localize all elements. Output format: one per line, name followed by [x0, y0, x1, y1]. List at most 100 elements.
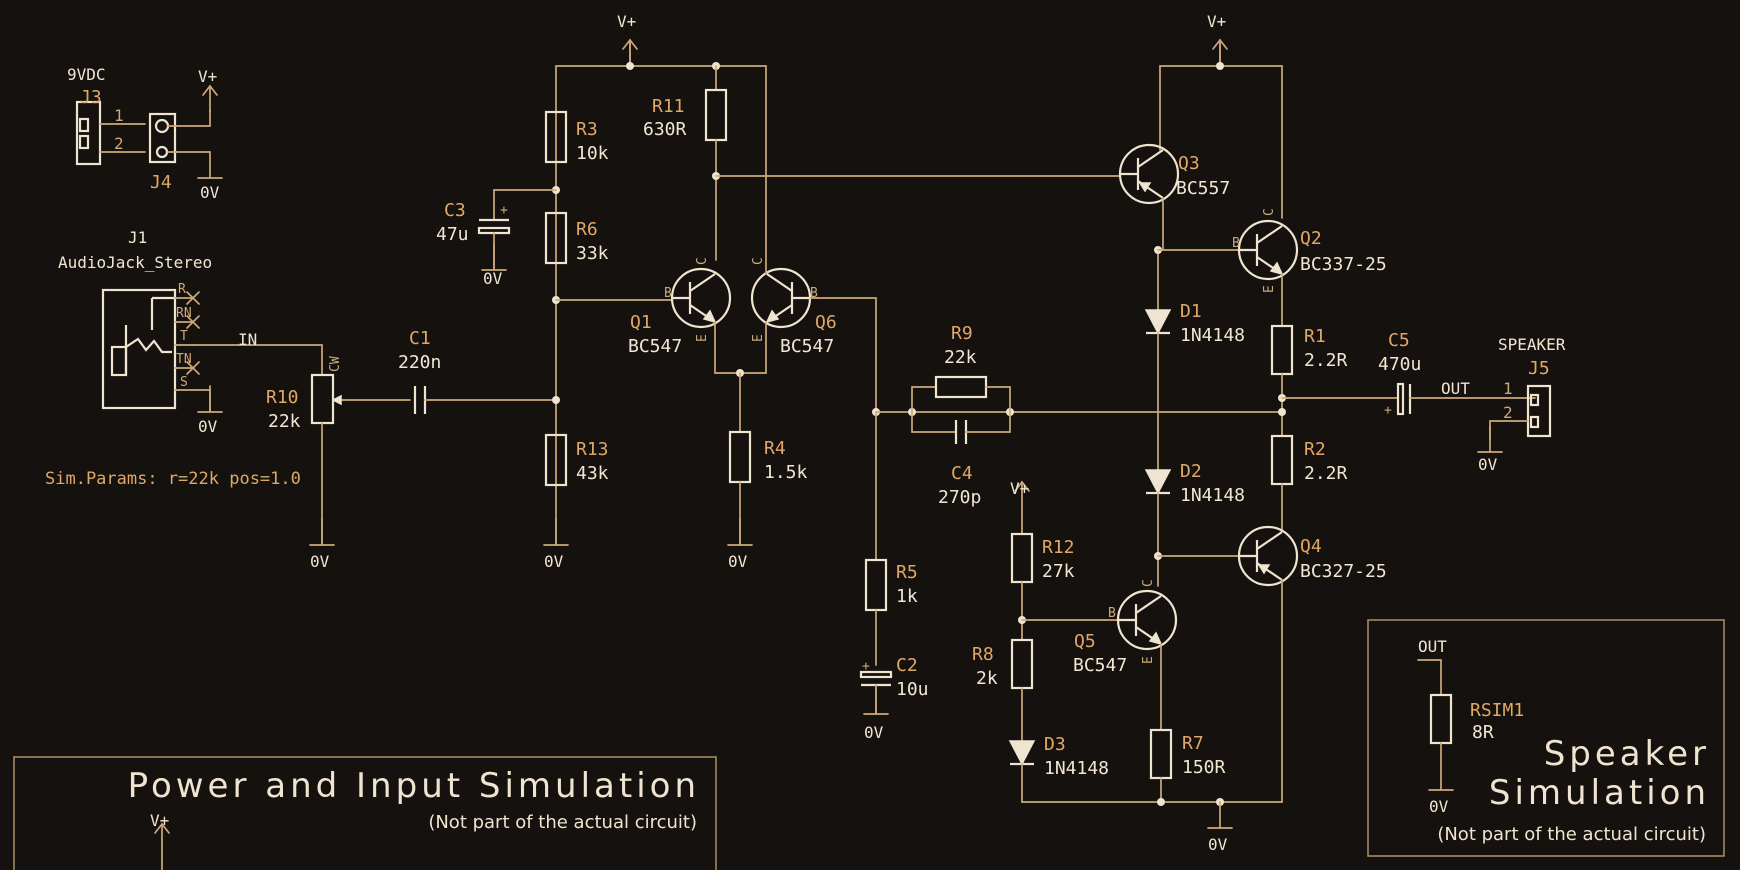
j1-pin-t: T	[180, 329, 188, 344]
r2-ref: R2	[1304, 439, 1326, 460]
c3-capacitor: + C3 47u	[436, 189, 557, 271]
q4-ref: Q4	[1300, 536, 1322, 557]
r12-value: 27k	[1042, 561, 1075, 582]
power-input-simulation-box: Power and Input Simulation (Not part of …	[13, 756, 717, 870]
j1-ref: J1	[128, 228, 147, 247]
r10-value: 22k	[268, 411, 301, 432]
r6-ref: R6	[576, 219, 598, 240]
d2-ref: D2	[1180, 461, 1202, 482]
j1-value: AudioJack_Stereo	[58, 253, 212, 272]
r8-ref: R8	[972, 644, 994, 665]
j5-ref: J5	[1528, 358, 1550, 379]
r4-ref: R4	[764, 438, 786, 459]
q5-pin-b: B	[1108, 606, 1116, 621]
c1-capacitor: C1 220n	[398, 328, 557, 414]
j3-ref: J3	[80, 87, 102, 108]
j1-audio-jack: R RN T TN S J1 AudioJack_Stereo	[58, 228, 212, 413]
q1-pin-c: C	[695, 257, 710, 265]
j1-pin-rn: RN	[176, 306, 192, 321]
r2-resistor: R2 2.2R	[1270, 434, 1348, 531]
c3-plus: +	[500, 203, 508, 218]
c4-capacitor: C4 270p	[911, 411, 1011, 508]
sim-vplus-label: V+	[150, 811, 169, 830]
j3-pin2: 2	[114, 134, 124, 153]
q1-transistor: B C E Q1 BC547	[628, 257, 732, 374]
r12-resistor: R12 27k	[1010, 507, 1075, 641]
sim-gnd-label: 0V	[1429, 797, 1449, 816]
rsim1-value: 8R	[1472, 722, 1494, 743]
j1-pin-r: R	[178, 282, 186, 297]
c3-value: 47u	[436, 224, 469, 245]
rsim1-ref: RSIM1	[1470, 700, 1524, 721]
q5-pin-e: E	[1141, 656, 1156, 664]
r5-resistor: R5 1k	[864, 558, 918, 666]
vplus-label-2: V+	[1207, 12, 1226, 31]
c2-ref: C2	[896, 655, 918, 676]
c5-ref: C5	[1388, 330, 1410, 351]
j3-value: 9VDC	[67, 65, 106, 84]
j1-gnd-label: 0V	[198, 417, 218, 436]
r12-ref: R12	[1042, 537, 1075, 558]
j3-pin1: 1	[114, 106, 124, 125]
r10-cw: CW	[328, 356, 343, 372]
q5-ref: Q5	[1074, 631, 1096, 652]
r1-value: 2.2R	[1304, 350, 1348, 371]
r13-ref: R13	[576, 439, 609, 460]
q2-value: BC337-25	[1300, 254, 1387, 275]
q4-value: BC327-25	[1300, 561, 1387, 582]
q4-transistor: Q4 BC327-25	[1237, 525, 1387, 803]
d2-value: 1N4148	[1180, 485, 1245, 506]
q6-transistor: B C E Q6 BC547	[750, 254, 877, 413]
j4-vplus-label: V+	[198, 67, 217, 86]
r3-ref: R3	[576, 119, 598, 140]
r10-ref: R10	[266, 387, 299, 408]
r7-resistor: R7 150R	[1149, 728, 1226, 803]
r3-value: 10k	[576, 143, 609, 164]
r11-value: 630R	[643, 119, 687, 140]
q1-pin-e: E	[695, 334, 710, 342]
j4-ref: J4	[150, 172, 172, 193]
r10-sim-params: Sim.Params: r=22k pos=1.0	[45, 469, 301, 489]
c5-capacitor: + C5 470u	[1378, 330, 1536, 418]
q6-value: BC547	[780, 336, 834, 357]
r8-resistor: R8 2k	[972, 638, 1034, 741]
j5-value: SPEAKER	[1498, 335, 1566, 354]
c4-ref: C4	[951, 463, 973, 484]
c2-plus: +	[862, 659, 870, 674]
c5-value: 470u	[1378, 354, 1421, 375]
c3-ref: C3	[444, 200, 466, 221]
q1-pin-b: B	[664, 286, 672, 301]
sim-out-label: OUT	[1418, 637, 1447, 656]
power-input-note: (Not part of the actual circuit)	[428, 812, 697, 833]
q6-ref: Q6	[815, 312, 837, 333]
net-out-label: OUT	[1441, 379, 1470, 398]
q2-pin-b: B	[1232, 236, 1240, 251]
c2-gnd-label: 0V	[864, 723, 884, 742]
j4-dc-jack: J4	[148, 109, 211, 193]
speaker-simulation-box: OUT 0V RSIM1 8R Speaker Simulation (Not …	[1367, 619, 1725, 857]
c5-plus: +	[1384, 403, 1392, 418]
c1-ref: C1	[409, 328, 431, 349]
d1-diode: D1 1N4148	[1144, 301, 1245, 471]
q5-pin-c: C	[1141, 579, 1156, 587]
q2-pin-c: C	[1262, 208, 1277, 216]
q3-transistor: Q3 BC557	[1118, 143, 1230, 251]
r8-value: 2k	[976, 668, 998, 689]
speaker-title-1: Speaker	[1544, 734, 1710, 774]
d3-value: 1N4148	[1044, 758, 1109, 779]
r9-ref: R9	[951, 323, 973, 344]
c2-capacitor: + C2 10u	[859, 655, 929, 715]
r13-gnd-label: 0V	[544, 552, 564, 571]
r7-ref: R7	[1182, 733, 1204, 754]
r2-value: 2.2R	[1304, 463, 1348, 484]
d1-value: 1N4148	[1180, 325, 1245, 346]
c1-value: 220n	[398, 352, 441, 373]
r7-value: 150R	[1182, 757, 1226, 778]
q6-pin-e: E	[751, 334, 766, 342]
j3-power-connector: 9VDC J3 1 2	[67, 65, 146, 166]
q3-ref: Q3	[1178, 153, 1200, 174]
speaker-title-2: Simulation	[1489, 773, 1710, 813]
q6-pin-c: C	[751, 257, 766, 265]
q1-value: BC547	[628, 336, 682, 357]
